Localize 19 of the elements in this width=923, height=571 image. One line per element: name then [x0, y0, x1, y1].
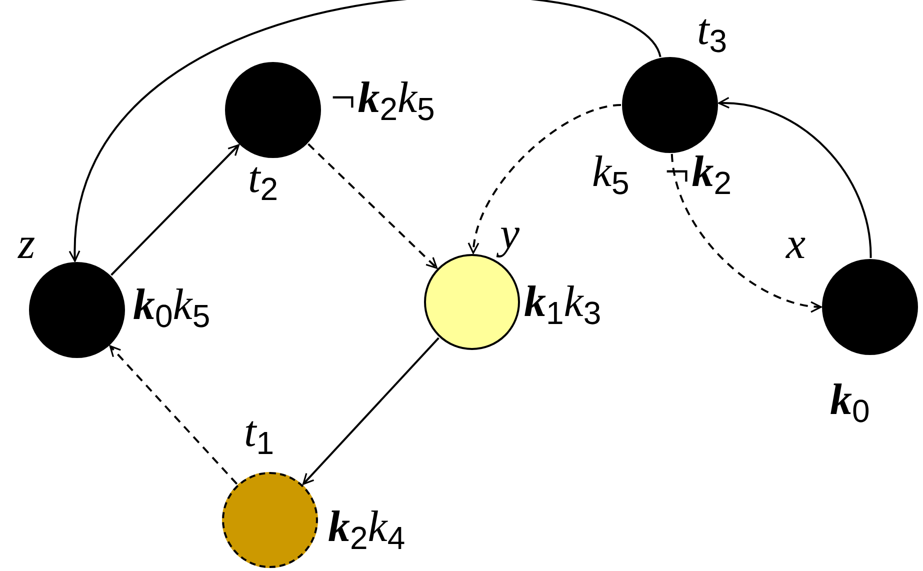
- annotation-label: k$_{0}$: [830, 378, 870, 422]
- node-label: z: [18, 222, 36, 266]
- annotation-label: k$_{5}$: [592, 150, 630, 194]
- dashed-arrow: [308, 143, 438, 269]
- node-label: t$_{1}$: [244, 410, 274, 454]
- dashed-arrow: [468, 104, 622, 254]
- node-label: x: [786, 222, 806, 266]
- arrow: [302, 337, 440, 485]
- annotation-label: k$_{1}$k$_{3}$: [524, 280, 602, 324]
- node-label: t$_{3}$: [697, 8, 728, 52]
- annotation-label: k$_{0}$k$_{5}$: [133, 283, 210, 327]
- arrow: [718, 98, 872, 258]
- arrow: [110, 144, 240, 276]
- annotation-label: ¬k$_{2}$k$_{5}$: [328, 76, 435, 120]
- dashed-arrow: [670, 154, 822, 312]
- node-label: t$_{2}$: [248, 156, 278, 200]
- dashed-arrow: [109, 345, 238, 485]
- annotation-label: k$_{2}$k$_{4}$: [328, 505, 406, 549]
- arrow: [70, 0, 662, 262]
